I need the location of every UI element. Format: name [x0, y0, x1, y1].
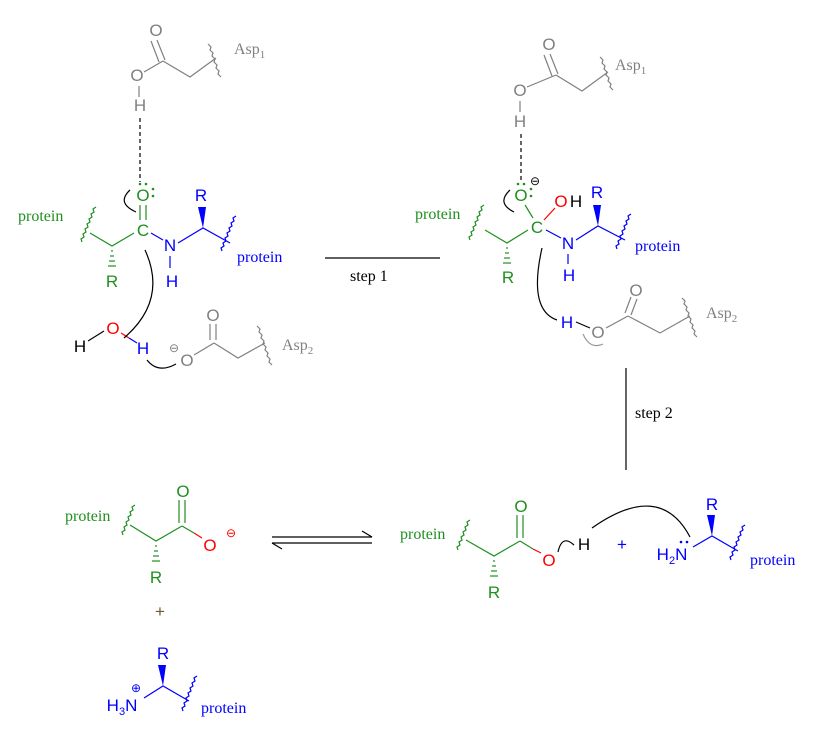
protein-label: protein [237, 249, 282, 266]
protein-label: protein [65, 508, 110, 525]
carbonyl-o: O [136, 186, 149, 205]
substrate-peptide: O C protein R N H R protein [18, 182, 282, 291]
protein-label: protein [201, 700, 246, 717]
transferred-h: H [561, 313, 573, 332]
water-h-blue: H [137, 339, 149, 358]
carboxylate-o: O [203, 536, 216, 555]
r-group-blue: R [706, 495, 718, 514]
water-h: H [74, 337, 86, 356]
r-group-blue: R [195, 186, 207, 205]
asp1-label: Asp1 [234, 41, 265, 61]
protein-label: protein [415, 206, 460, 223]
negative-charge: ⊖ [169, 341, 179, 355]
curved-arrow-attack [123, 249, 154, 339]
protein-label: protein [635, 238, 680, 255]
r-group-blue: R [157, 644, 169, 663]
asp2-carbonyl-o: O [206, 306, 219, 325]
amide-h: H [563, 266, 575, 285]
asp1-residue: O O Asp1 H [513, 35, 646, 131]
protein-label: protein [18, 208, 63, 225]
asp1-hydroxyl-h: H [514, 112, 526, 131]
curved-arrow-deprotonation [146, 359, 177, 369]
curved-arrow-carbonyl [123, 189, 137, 213]
panel-intermediate: O O Asp1 H O ⊖ C O H protein R [415, 35, 737, 347]
panel-products-neutral: protein O O R H + H2N R protein [400, 495, 795, 602]
curved-arrow-proton [582, 333, 604, 347]
plus-sign: + [155, 602, 165, 621]
curved-arrow-oh [557, 540, 575, 553]
amide-h: H [166, 272, 178, 291]
hydroxyl-h: H [570, 192, 582, 211]
plus-sign: + [617, 535, 627, 554]
amide-n: N [164, 236, 176, 255]
carboxyl-h: H [578, 535, 590, 554]
asp2-o-minus: O [180, 351, 193, 370]
asp2-residue: ⊖ O O Asp2 [169, 306, 313, 370]
asp2-carbonyl-o: O [629, 281, 642, 300]
asp1-hydroxyl-h: H [134, 96, 146, 115]
asp2-o: O [591, 323, 604, 342]
r-group-blue: R [591, 183, 603, 202]
negative-charge: ⊖ [530, 174, 540, 188]
asp1-carbonyl-o: O [149, 21, 162, 40]
hydroxyl-o: O [554, 192, 567, 211]
asp1-hydroxyl-o: O [130, 66, 143, 85]
curved-arrow-oxyanion [503, 189, 515, 213]
oxyanion-o: O [514, 186, 527, 205]
negative-charge: ⊖ [226, 526, 236, 540]
r-group: R [106, 272, 118, 291]
equilibrium-arrows [271, 530, 373, 550]
asp1-residue: O O Asp1 H [130, 21, 265, 115]
amide-n: N [562, 234, 574, 253]
r-group: R [150, 568, 162, 587]
step2-label: step 2 [635, 405, 673, 422]
water: H O H [74, 319, 149, 358]
r-group: R [502, 268, 514, 287]
step1-label: step 1 [350, 268, 388, 285]
carbonyl-o: O [514, 497, 527, 516]
positive-charge: ⊕ [131, 681, 141, 695]
asp1-carbonyl-o: O [542, 35, 555, 54]
asp2-label: Asp2 [706, 305, 737, 325]
panel-products-ionized: protein O O ⊖ R + H3N ⊕ R protein [65, 482, 246, 718]
amine-nh2: H2N [657, 545, 688, 567]
carboxyl-o: O [542, 551, 555, 570]
asp1-hydroxyl-o: O [513, 81, 526, 100]
ammonium-nh3: H3N [107, 696, 138, 718]
panel-initial: O O Asp1 H O C protein R N H [18, 21, 313, 370]
curved-arrow-collapse [536, 247, 558, 321]
carbonyl-c: C [137, 221, 149, 240]
protein-label: protein [400, 526, 445, 543]
tetrahedral-c: C [531, 218, 543, 237]
water-o: O [106, 319, 119, 338]
curved-arrow-proton-transfer [591, 505, 691, 538]
asp1-label: Asp1 [615, 57, 646, 77]
r-group: R [488, 583, 500, 602]
protein-label: protein [750, 552, 795, 569]
carbonyl-o: O [176, 482, 189, 501]
asp2-residue: H O O Asp2 [561, 281, 737, 342]
asp2-label: Asp2 [282, 337, 313, 357]
tetrahedral-intermediate: O ⊖ C O H protein R N H R protein [415, 174, 680, 287]
